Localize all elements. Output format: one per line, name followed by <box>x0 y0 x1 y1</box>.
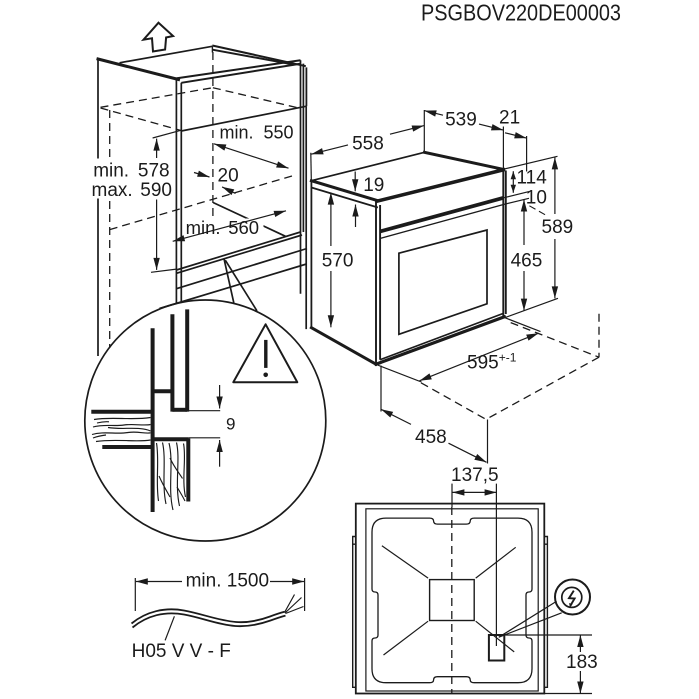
svg-text:min. 550: min. 550 <box>220 123 294 143</box>
svg-text:min. 1500: min. 1500 <box>186 571 269 592</box>
svg-text:10: 10 <box>526 188 547 209</box>
svg-text:458: 458 <box>415 427 447 448</box>
svg-text:539: 539 <box>445 109 477 130</box>
svg-text:min. 578: min. 578 <box>93 160 169 181</box>
svg-text:137,5: 137,5 <box>451 465 499 486</box>
svg-text:H05 V V - F: H05 V V - F <box>132 641 231 662</box>
svg-text:9: 9 <box>226 415 235 434</box>
svg-text:PSGBOV220DE00003: PSGBOV220DE00003 <box>421 0 621 26</box>
svg-text:21: 21 <box>499 108 520 129</box>
svg-text:558: 558 <box>352 134 384 155</box>
svg-text:19: 19 <box>363 175 384 196</box>
svg-text:183: 183 <box>566 652 598 673</box>
svg-text:570: 570 <box>322 251 354 272</box>
svg-text:465: 465 <box>511 251 543 272</box>
svg-text:20: 20 <box>218 166 239 187</box>
svg-text:max. 590: max. 590 <box>92 180 172 201</box>
svg-text:589: 589 <box>542 217 574 238</box>
svg-text:114: 114 <box>517 168 548 189</box>
